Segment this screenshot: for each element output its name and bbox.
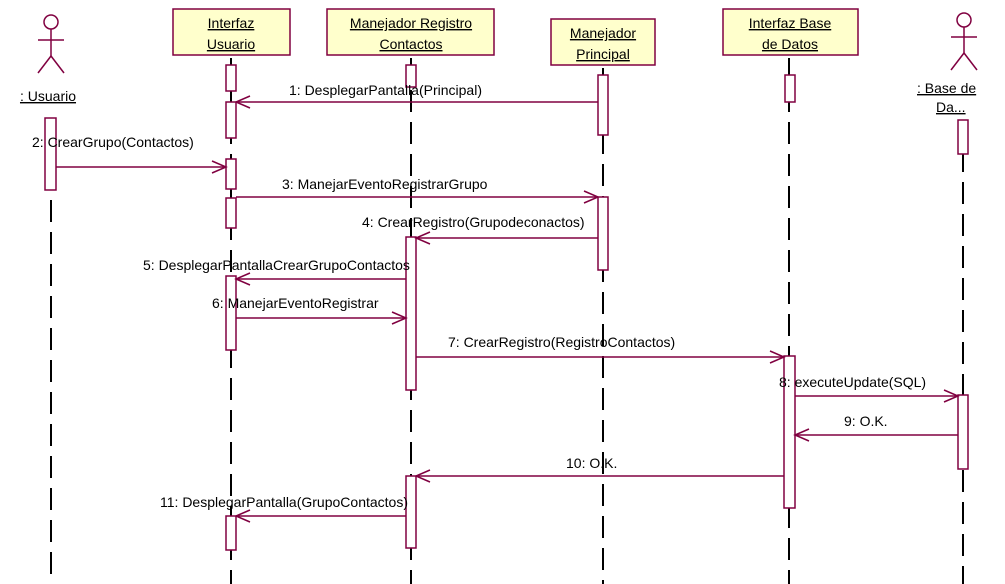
object-label-line: Manejador Registro <box>350 15 472 31</box>
message-2-label: 2: CrearGrupo(Contactos) <box>32 134 194 150</box>
actor-label-line: : Base de <box>917 80 976 96</box>
message-11-label: 11: DesplegarPantalla(GrupoContactos) <box>160 494 408 510</box>
activation-bars <box>44 64 969 551</box>
activation-bar <box>957 119 969 155</box>
message-11-arrow <box>234 509 406 523</box>
activation-bar <box>225 515 237 551</box>
activation-bar <box>225 197 237 229</box>
activation-bar <box>225 101 237 139</box>
message-3-label: 3: ManejarEventoRegistrarGrupo <box>282 176 488 192</box>
activation-bar <box>225 64 237 92</box>
message-8-arrow <box>795 389 960 403</box>
message-3-arrow <box>236 190 600 204</box>
object-label-line: de Datos <box>762 36 818 52</box>
object-label-line: Usuario <box>207 36 255 52</box>
message-4-label: 4: CrearRegistro(Grupodeconactos) <box>362 214 585 230</box>
message-7-label: 7: CrearRegistro(RegistroContactos) <box>448 334 675 350</box>
message-5-arrow <box>234 272 406 286</box>
actor-usuario: : Usuario <box>20 14 76 104</box>
object-box-manejador-registro-contactos: Manejador Registro Contactos <box>326 8 495 56</box>
object-label-line: Interfaz Base <box>749 15 832 31</box>
object-label-line: Principal <box>576 46 630 62</box>
message-9-label: 9: O.K. <box>844 413 888 429</box>
object-box-manejador-principal: Manejador Principal <box>550 18 656 66</box>
message-9-arrow <box>793 428 958 442</box>
actor-label: : Usuario <box>20 88 76 104</box>
stick-figure-icon <box>950 12 978 71</box>
message-1-arrow <box>234 95 598 109</box>
activation-bar <box>405 64 417 88</box>
message-1-label: 1: DesplegarPantalla(Principal) <box>289 82 482 98</box>
object-label-line: Manejador <box>570 25 636 41</box>
activation-bar <box>597 196 609 271</box>
message-4-arrow <box>414 231 598 245</box>
activation-bar <box>44 117 57 191</box>
message-10-arrow <box>414 469 784 483</box>
activation-bar <box>225 275 237 351</box>
object-label-line: Contactos <box>379 36 442 52</box>
activation-bar <box>405 236 417 391</box>
stick-figure-icon <box>37 14 65 74</box>
actor-label-line: Da... <box>936 99 966 115</box>
message-6-arrow <box>236 311 408 325</box>
message-arrows <box>56 95 960 523</box>
activation-bar <box>405 475 417 549</box>
actor-label: : Base de Da... <box>917 80 976 115</box>
activation-bar <box>225 158 237 190</box>
message-2-arrow <box>56 160 228 174</box>
message-5-label: 5: DesplegarPantallaCrearGrupoContactos <box>143 257 410 273</box>
activation-bar <box>957 394 969 470</box>
message-6-label: 6: ManejarEventoRegistrar <box>212 295 379 311</box>
activation-bar <box>784 74 796 103</box>
message-8-label: 8: executeUpdate(SQL) <box>779 374 926 390</box>
message-labels: 1: DesplegarPantalla(Principal) 2: Crear… <box>32 82 926 510</box>
object-box-interfaz-usuario: Interfaz Usuario <box>172 8 291 56</box>
message-10-label: 10: O.K. <box>566 455 617 471</box>
object-label-line: Interfaz <box>208 15 255 31</box>
object-box-interfaz-base-datos: Interfaz Base de Datos <box>722 8 859 56</box>
activation-bar <box>783 355 796 509</box>
activation-bar <box>597 74 609 136</box>
message-7-arrow <box>416 350 786 364</box>
actor-base-datos: : Base de Da... <box>917 12 978 115</box>
